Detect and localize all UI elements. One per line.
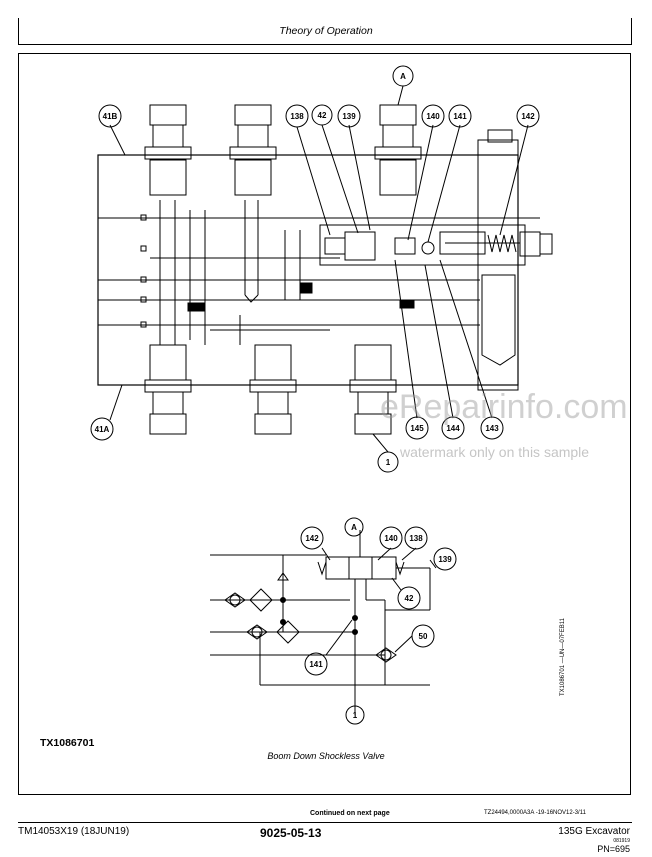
schematic-callout-141: 141 bbox=[309, 660, 323, 669]
fitting-a bbox=[374, 104, 422, 196]
callout-141: 141 bbox=[453, 112, 467, 121]
callout-41a: 41A bbox=[95, 425, 110, 434]
document-code: TZ24494,0000A3A -19-16NOV12-3/11 bbox=[484, 810, 586, 816]
callout-41b: 41B bbox=[103, 112, 118, 121]
footer-manual-id: TM14053X19 (18JUN19) bbox=[18, 826, 130, 837]
schematic-callout-a: A bbox=[351, 523, 357, 532]
fitting-top-center bbox=[229, 104, 277, 196]
callout-42: 42 bbox=[318, 111, 327, 120]
callout-143: 143 bbox=[485, 424, 499, 433]
header-border-right bbox=[631, 18, 632, 45]
callout-140: 140 bbox=[426, 112, 440, 121]
figure-frame bbox=[18, 53, 631, 795]
schematic-callout-142: 142 bbox=[305, 534, 319, 543]
callout-142: 142 bbox=[521, 112, 535, 121]
footer-rule bbox=[18, 822, 632, 823]
fitting-41b bbox=[144, 104, 192, 196]
watermark-notice: watermark only on this sample bbox=[400, 444, 590, 460]
watermark-logo-text: eRepairinfo.com bbox=[380, 388, 628, 426]
figure-caption: Boom Down Shockless Valve bbox=[267, 751, 385, 761]
schematic-callout-139: 139 bbox=[438, 555, 452, 564]
top-callout-circles bbox=[90, 65, 540, 473]
continued-note: Continued on next page bbox=[310, 810, 390, 817]
footer-small-code: 081919 bbox=[613, 838, 630, 844]
callout-a: A bbox=[400, 72, 406, 81]
callout-1: 1 bbox=[386, 458, 391, 467]
figure-vertical-code: TX1086701 —UN—07FEB11 bbox=[560, 618, 566, 696]
footer-model: 135G Excavator bbox=[558, 826, 630, 837]
schematic-callout-140: 140 bbox=[384, 534, 398, 543]
hydraulic-schematic bbox=[210, 530, 437, 715]
callout-139: 139 bbox=[342, 112, 356, 121]
fitting-41a bbox=[144, 344, 192, 435]
valve-cross-section bbox=[97, 85, 553, 453]
schematic-callout-42: 42 bbox=[405, 594, 414, 603]
callout-138: 138 bbox=[290, 112, 304, 121]
schematic-callout-circles bbox=[300, 517, 457, 725]
footer-page-number: 9025-05-13 bbox=[260, 826, 322, 840]
footer-pn: PN=695 bbox=[597, 844, 630, 854]
figure-id: TX1086701 bbox=[40, 737, 95, 749]
header-rule bbox=[18, 44, 632, 45]
page-header-title: Theory of Operation bbox=[279, 25, 373, 37]
callout-145: 145 bbox=[410, 424, 424, 433]
schematic-callout-138: 138 bbox=[409, 534, 423, 543]
fitting-bottom-center bbox=[249, 344, 297, 435]
schematic-callout-1: 1 bbox=[353, 711, 358, 720]
schematic-callout-50: 50 bbox=[419, 632, 428, 641]
callout-144: 144 bbox=[446, 424, 460, 433]
header-border-left bbox=[18, 18, 19, 45]
